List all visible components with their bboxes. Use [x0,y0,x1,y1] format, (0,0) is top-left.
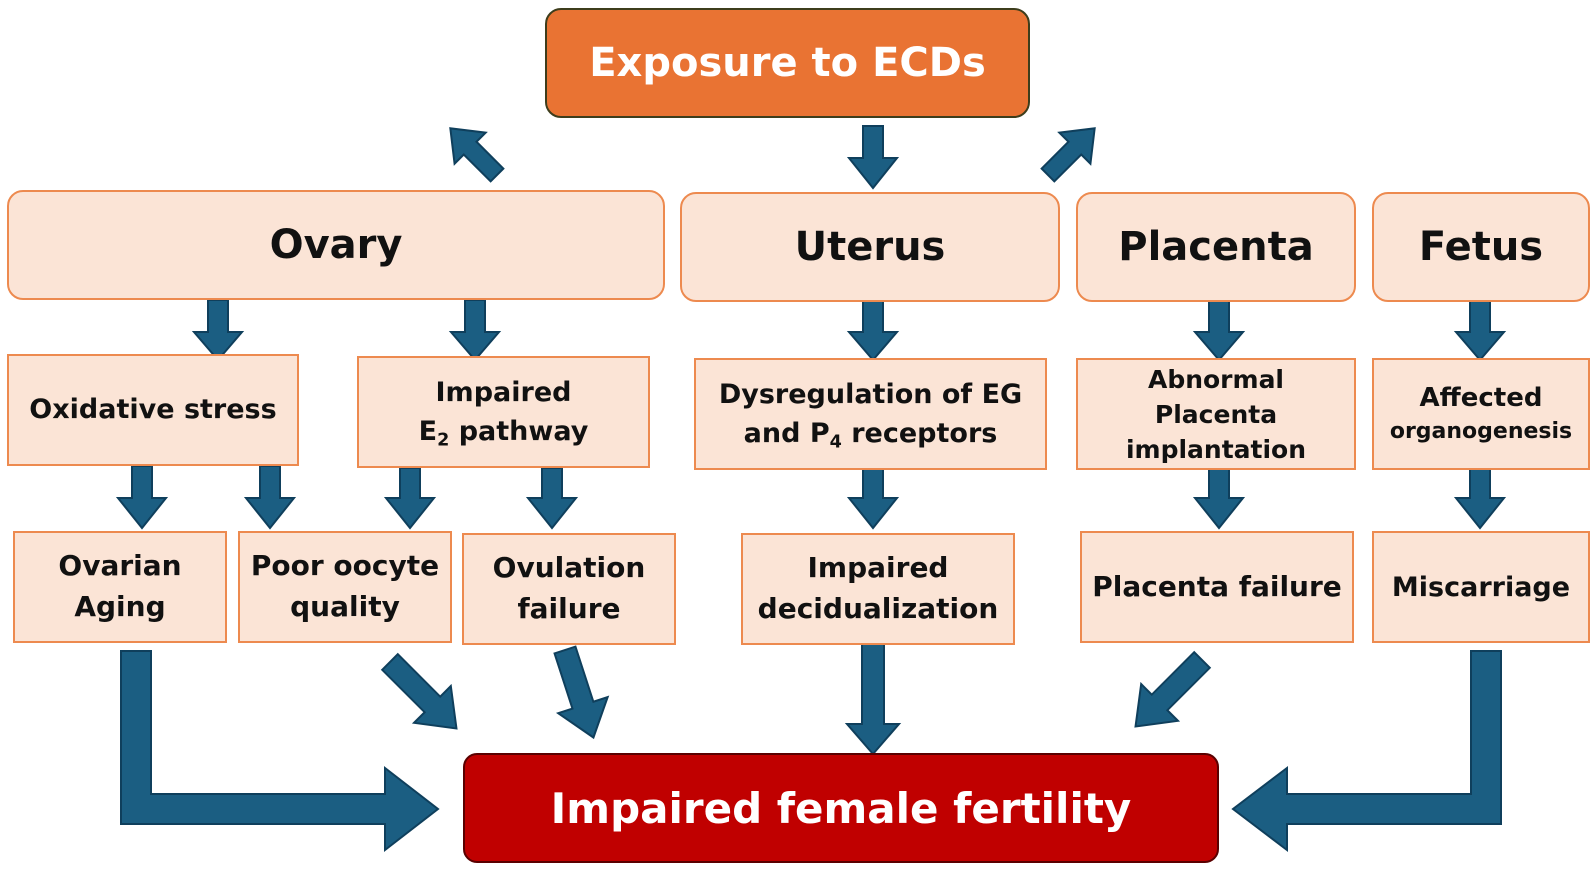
oocyte-line1: Poor oocyte [250,549,440,583]
dysregulation-line1: Dysregulation of EG [718,378,1023,410]
abnormal-line3: implantation [1125,434,1307,464]
arrow-dysreg-to-decid [846,467,900,530]
impaired-female-fertility-box: Impaired female fertility [463,753,1219,863]
impaired-e2-line2: E2 pathway [418,416,589,451]
ovulation-failure-box: Ovulation failure [462,533,676,645]
decid-line1: Impaired [807,551,949,585]
impaired-decidualization-box: Impaired decidualization [741,533,1015,645]
arrow-aging-to-fertility [120,650,440,853]
dysregulation-line2: and P4 receptors [743,418,998,453]
ovulation-line1: Ovulation [492,551,646,585]
arrow-fetus-to-affected [1453,299,1507,362]
arrow-ecds-to-ovary [449,127,505,183]
uterus-label: Uterus [794,224,946,270]
arrow-e2-to-ovulation [525,467,579,530]
placenta-label: Placenta [1118,224,1314,270]
arrow-oxidative-to-aging [115,465,169,530]
arrow-placenta-to-abnormal [1192,299,1246,362]
arrow-e2-to-oocyte [383,467,437,530]
placenta-box: Placenta [1076,192,1356,302]
placenta-failure-label: Placenta failure [1092,569,1342,603]
arrow-ovary-to-oxidative [191,299,245,362]
exposure-to-ecds-label: Exposure to ECDs [589,40,986,86]
impaired-e2-pathway-box: Impaired E2 pathway [357,356,650,468]
ovary-box: Ovary [7,190,665,300]
arrow-ovulation-to-fertility [553,645,610,740]
abnormal-line1: Abnormal [1147,364,1285,394]
miscarriage-box: Miscarriage [1372,531,1590,643]
impaired-female-fertility-label: Impaired female fertility [550,783,1132,833]
arrow-affected-to-miscarriage [1453,467,1507,530]
fetus-box: Fetus [1372,192,1590,302]
ovulation-line2: failure [517,592,621,625]
impaired-e2-line1: Impaired [435,376,572,408]
affected-line2: organogenesis [1389,418,1573,444]
exposure-to-ecds-box: Exposure to ECDs [545,8,1030,118]
ovarian-aging-line2: Aging [74,590,166,623]
miscarriage-label: Miscarriage [1391,571,1571,603]
arrow-failure-to-fertility [1134,650,1212,728]
placenta-failure-box: Placenta failure [1080,531,1354,643]
arrow-oocyte-to-fertility [380,652,458,730]
uterus-box: Uterus [680,192,1060,302]
ovary-label: Ovary [269,222,403,268]
oocyte-line2: quality [290,590,400,623]
arrow-uterus-to-dysreg [846,299,900,362]
arrow-miscarriage-to-fertility [1231,650,1502,853]
arrow-oxidative-to-oocyte [243,465,297,530]
abnormal-line2: Placenta [1154,399,1278,429]
arrow-ovary-to-e2 [448,299,502,362]
affected-organogenesis-box: Affected organogenesis [1372,358,1590,470]
ovarian-aging-box: Ovarian Aging [13,531,227,643]
arrow-decid-to-fertility [844,639,902,756]
arrow-abnormal-to-failure [1192,467,1246,530]
fetus-label: Fetus [1418,224,1544,270]
oxidative-stress-label: Oxidative stress [29,394,277,426]
arrow-ecds-to-uterus [846,125,900,190]
dysregulation-receptors-box: Dysregulation of EG and P4 receptors [694,358,1047,470]
poor-oocyte-quality-box: Poor oocyte quality [238,531,452,643]
arrow-ecds-to-placenta [1040,127,1096,183]
abnormal-placenta-implantation-box: Abnormal Placenta implantation [1076,358,1356,470]
ovarian-aging-line1: Ovarian [58,549,182,583]
oxidative-stress-box: Oxidative stress [7,354,299,466]
affected-line1: Affected [1419,383,1543,414]
decid-line2: decidualization [757,592,999,625]
